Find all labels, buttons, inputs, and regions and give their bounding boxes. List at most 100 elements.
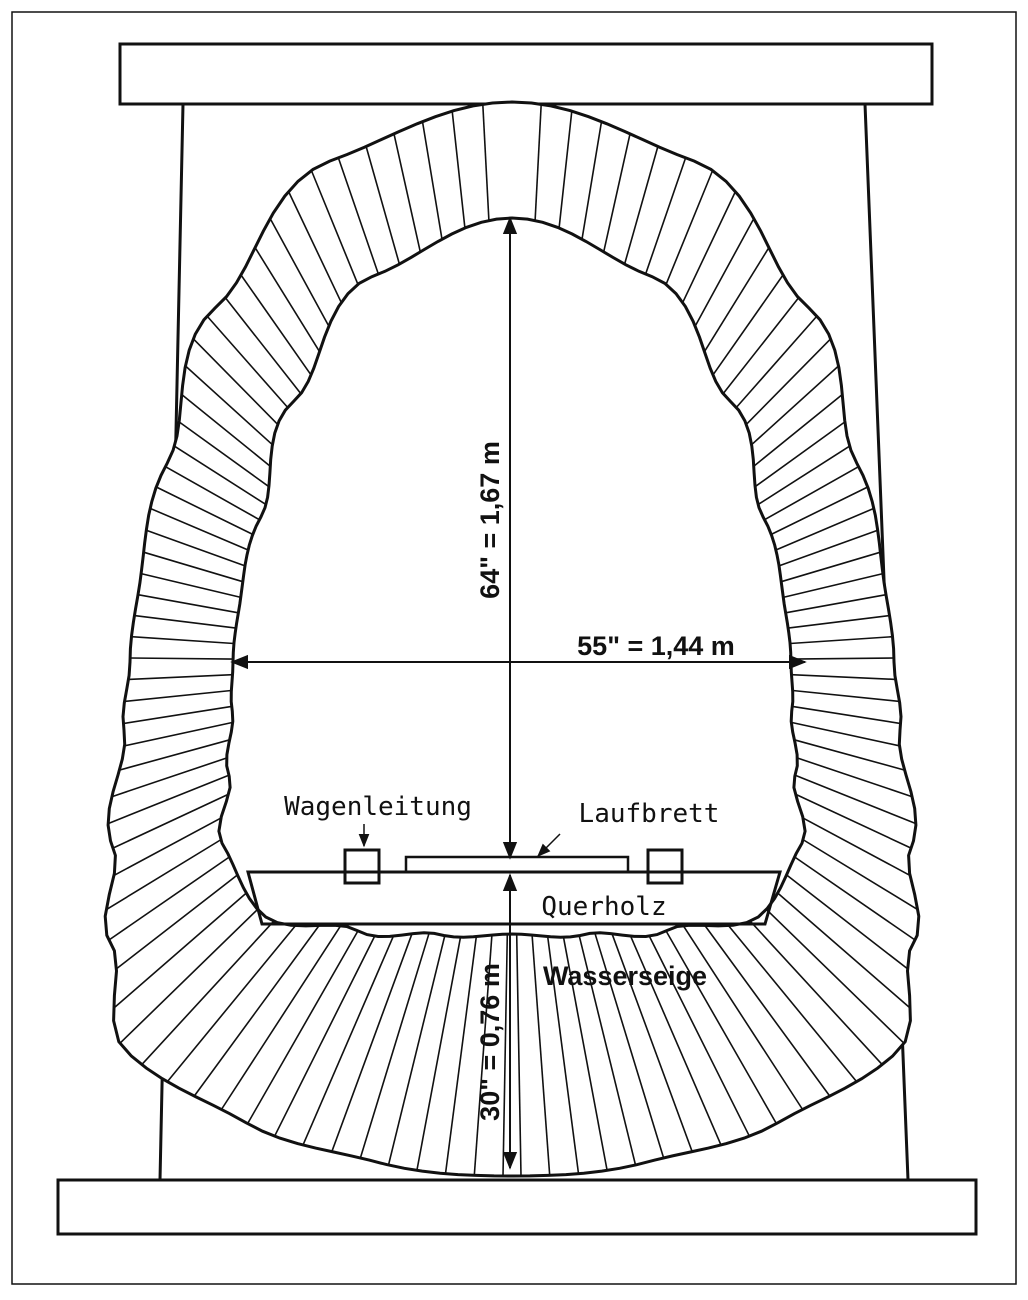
masonry-stone-joint <box>155 486 254 536</box>
masonry-stone-joint <box>783 572 884 599</box>
masonry-stone-joint <box>141 920 275 1066</box>
masonry-stone-joint <box>112 892 247 1010</box>
querholz-label: Querholz <box>541 892 666 922</box>
masonry-stone-joint <box>515 934 522 1177</box>
masonry-stone-joint <box>116 874 238 970</box>
masonry-stone-joint <box>803 839 919 911</box>
masonry-stone-joint <box>269 218 330 327</box>
masonry-stone-joint <box>780 551 881 583</box>
wagenleitung-label: Wagenleitung <box>284 792 472 822</box>
masonry-stone-joint <box>128 673 233 681</box>
masonry-stone-joint <box>181 393 271 467</box>
laufbrett-pointer <box>537 833 561 857</box>
masonry-stone-joint <box>224 297 302 395</box>
masonry-stone-joint <box>794 774 917 825</box>
masonry-stone-joint <box>791 721 900 747</box>
wasserseige-label: Wasserseige <box>543 961 707 991</box>
masonry-stone-joint <box>174 445 267 506</box>
masonry-stone-joint <box>124 721 233 747</box>
masonry-stone-joint <box>712 274 784 376</box>
height-upper-label: 64" = 1,67 m <box>475 441 505 599</box>
masonry-stone-joint <box>140 572 241 599</box>
masonry-stone-joint <box>694 218 755 327</box>
masonry-stone-joint <box>131 635 234 645</box>
wagenleitung-rail-left <box>343 848 381 885</box>
masonry-stone-joint <box>754 421 846 488</box>
masonry-stone-joint <box>137 593 239 614</box>
masonry-stone-joint <box>764 465 860 521</box>
masonry-stone-joint <box>129 657 234 660</box>
masonry-stone-joint <box>287 191 342 303</box>
masonry-stone-joint <box>578 935 637 1166</box>
masonry-stone-joint <box>119 739 230 771</box>
masonry-stone-joint <box>220 925 342 1110</box>
masonry-stone-joint <box>802 817 911 877</box>
masonry-stone-joint <box>451 111 466 229</box>
masonry-stone-joint <box>337 157 380 275</box>
masonry-stone-joint <box>770 486 869 536</box>
masonry-stone-joint <box>644 157 687 275</box>
masonry-stone-joint <box>111 757 227 798</box>
masonry-stone-joint <box>704 924 831 1097</box>
masonry-stone-joint <box>611 933 693 1152</box>
masonry-stone-joint <box>629 935 722 1146</box>
masonry-stone-joint <box>594 932 665 1159</box>
masonry-stone-joint <box>310 170 359 285</box>
masonry-stone-joint <box>797 757 913 798</box>
laufbrett-label: Laufbrett <box>579 799 720 829</box>
masonry-stone-joint <box>792 705 902 725</box>
width-label: 55" = 1,44 m <box>577 631 735 661</box>
masonry-stone-joint <box>164 465 260 521</box>
masonry-stone-joint <box>665 170 714 285</box>
masonry-stone-joint <box>794 856 916 941</box>
masonry-stone-joint <box>416 937 462 1171</box>
masonry-stone-joint <box>682 925 804 1110</box>
masonry-stone-joint <box>581 121 603 240</box>
masonry-stone-joint <box>749 920 883 1066</box>
masonry-stone-joint <box>444 936 478 1174</box>
masonry-stone-joint <box>531 935 551 1176</box>
masonry-stone-joint <box>331 933 413 1152</box>
masonry-stone-joint <box>765 908 905 1044</box>
masonry-stone-joint <box>722 297 800 395</box>
masonry-stone-joint <box>134 614 236 629</box>
masonry-stone-joint <box>246 930 359 1124</box>
masonry-stone-joint <box>178 421 270 488</box>
masonry-stone-joint <box>745 338 832 425</box>
masonry-stone-joint <box>143 551 244 583</box>
masonry-stone-joint <box>273 935 376 1137</box>
masonry-stone-joint <box>302 935 395 1146</box>
masonry-lining <box>103 100 921 1178</box>
figure-border <box>11 11 1017 1285</box>
masonry-stone-joint <box>105 839 221 911</box>
masonry-stone-joint <box>703 247 770 353</box>
dimension-lines <box>230 216 807 1170</box>
masonry-stone-joint <box>778 529 878 567</box>
masonry-stone-joint <box>192 338 279 425</box>
frame-top-beam <box>118 42 934 106</box>
masonry-stone-joint <box>788 614 890 629</box>
masonry-stone-joint <box>166 925 297 1083</box>
masonry-stone-joint <box>421 121 443 240</box>
masonry-stone-joint <box>240 274 312 376</box>
masonry-stone-joint <box>184 365 273 446</box>
masonry-stone-joint <box>794 793 912 849</box>
masonry-stone-joint <box>790 657 895 660</box>
masonry-stone-joint <box>791 673 896 681</box>
masonry-stone-joint <box>482 104 490 221</box>
masonry-stone-joint <box>359 932 430 1159</box>
masonry-stone-joint <box>727 925 858 1083</box>
masonry-stone-joint <box>786 874 908 970</box>
masonry-stone-joint <box>785 593 887 614</box>
masonry-stone-joint <box>146 529 246 567</box>
masonry-stone-joint <box>777 892 912 1010</box>
height-lower-label: 30" = 0,76 m <box>475 963 505 1121</box>
masonry-stone-joint <box>602 133 631 253</box>
masonry-stone-joint <box>775 507 875 551</box>
masonry-stone-joint <box>794 739 905 771</box>
masonry-stone-joint <box>387 935 446 1166</box>
masonry-stone-joint <box>124 689 232 703</box>
masonry-stone-joint <box>534 104 542 221</box>
masonry-stone-joint <box>122 705 232 725</box>
